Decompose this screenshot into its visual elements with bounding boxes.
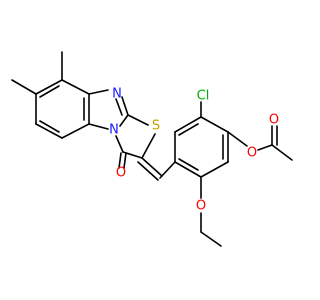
bond xyxy=(61,79,90,95)
bonds xyxy=(11,51,293,247)
bond xyxy=(127,114,149,126)
bond xyxy=(141,133,156,159)
atom-label-s: S xyxy=(152,119,160,134)
bond xyxy=(118,152,122,169)
atom-label-n2: N xyxy=(109,123,119,138)
atom-label-cl: Cl xyxy=(197,89,210,104)
bond xyxy=(200,161,229,178)
bond xyxy=(61,123,90,139)
atom-labels: N N S O O O O Cl xyxy=(109,87,279,214)
bond xyxy=(121,96,129,116)
structure-diagram: N N S O O O O Cl xyxy=(11,51,293,247)
bond xyxy=(115,135,124,153)
bond xyxy=(141,157,163,177)
bond xyxy=(123,152,127,169)
bond xyxy=(39,120,60,133)
bond xyxy=(115,98,123,116)
bond xyxy=(88,123,109,130)
atom-label-n1: N xyxy=(112,87,122,102)
bond xyxy=(200,231,222,247)
bond xyxy=(35,123,63,139)
bond xyxy=(178,123,199,136)
bond xyxy=(271,144,293,161)
atom-label-ether-o: O xyxy=(196,199,206,214)
bond xyxy=(178,158,199,171)
molecule-canvas: N N S O O O O Cl xyxy=(11,51,293,247)
bond xyxy=(137,161,159,181)
bond xyxy=(39,85,60,98)
bond xyxy=(200,116,229,133)
atom-label-carbonyl-o: O xyxy=(116,166,126,181)
atom-label-ester-o: O xyxy=(247,146,257,161)
bond xyxy=(227,131,248,147)
bond xyxy=(88,89,109,95)
bond xyxy=(11,79,37,95)
bond xyxy=(174,116,202,133)
bond xyxy=(257,144,273,151)
bond xyxy=(159,161,176,179)
bond xyxy=(35,79,63,95)
bond xyxy=(119,114,129,127)
atom-label-acetyl-o: O xyxy=(269,113,279,128)
bond xyxy=(174,161,202,178)
